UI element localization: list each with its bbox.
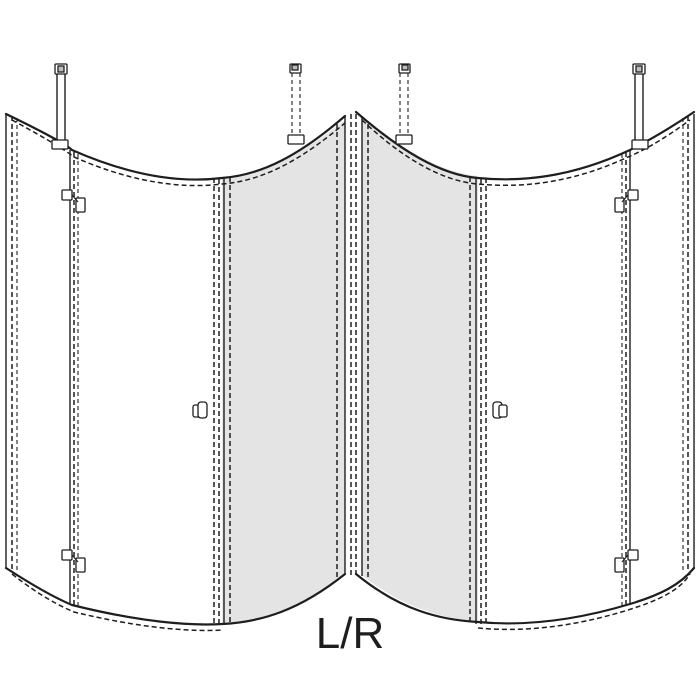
right-enclosure	[354, 63, 696, 631]
top-hinge-right	[614, 189, 639, 213]
door-hinge-profile-left	[69, 150, 79, 608]
top-hinge-left	[61, 189, 86, 213]
wall-profile-left	[5, 114, 18, 572]
door-fixed-divider-right	[469, 177, 487, 625]
ceiling-rod-solid-right	[631, 63, 649, 150]
bottom-hinge-right	[614, 549, 639, 573]
wall-profile-right	[682, 114, 695, 572]
fixed-panel-edge-left	[336, 114, 352, 580]
fixed-panel-edge-right	[355, 114, 369, 580]
fixed-glass-panel-left	[222, 120, 345, 624]
door-knob-right	[492, 401, 508, 419]
ceiling-rod-solid-left	[51, 63, 69, 150]
door-hinge-profile-right	[621, 150, 631, 608]
bottom-hinge-left	[61, 549, 86, 573]
bottom-curve-right	[354, 566, 696, 631]
door-knob-left	[192, 401, 208, 419]
ceiling-rod-dashed-right	[395, 63, 413, 145]
door-fixed-divider-left	[213, 177, 231, 625]
bottom-curve-left	[4, 566, 347, 632]
left-enclosure	[4, 63, 352, 632]
fixed-glass-panel-right	[362, 118, 478, 622]
ceiling-rod-dashed-left	[287, 63, 305, 145]
variant-label: L/R	[316, 609, 384, 658]
